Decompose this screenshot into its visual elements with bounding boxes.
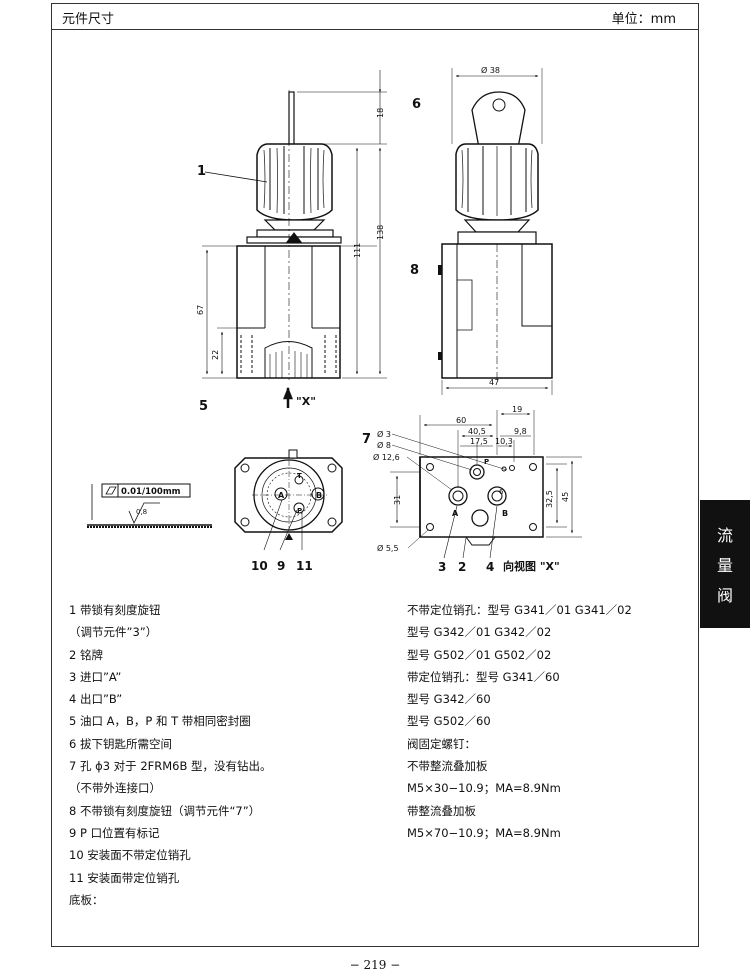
svg-text:0.01/100mm: 0.01/100mm bbox=[121, 487, 181, 497]
svg-text:9,8: 9,8 bbox=[514, 427, 527, 436]
note-line: 10 安装面不带定位销孔 bbox=[69, 848, 191, 863]
svg-text:B: B bbox=[316, 491, 322, 500]
svg-text:Ø 12,6: Ø 12,6 bbox=[373, 452, 400, 462]
note-line: 4 出口”B” bbox=[69, 692, 123, 707]
svg-text:P: P bbox=[484, 458, 489, 466]
svg-text:向视图 "X": 向视图 "X" bbox=[503, 559, 560, 573]
technical-drawing: "X" 1 5 18 138 111 67 22 bbox=[87, 65, 582, 574]
svg-text:60: 60 bbox=[456, 416, 466, 425]
svg-text:138: 138 bbox=[376, 225, 385, 240]
svg-text:6: 6 bbox=[499, 488, 504, 496]
svg-text:8: 8 bbox=[410, 263, 419, 278]
svg-text:6: 6 bbox=[412, 97, 421, 112]
note-line: 型号 G502／60 bbox=[407, 714, 491, 729]
svg-text:Ø 3: Ø 3 bbox=[377, 429, 391, 439]
svg-text:4: 4 bbox=[486, 560, 494, 574]
notes-right: 不带定位销孔：型号 G341／01 G341／02 型号 G342／01 G34… bbox=[407, 599, 632, 844]
note-line: 3 进口”A” bbox=[69, 669, 122, 684]
note-line: 9 P 口位置有标记 bbox=[69, 825, 160, 840]
note-line: （不带外连接口） bbox=[69, 781, 161, 796]
note-line: 带整流叠加板 bbox=[407, 803, 476, 818]
note-line: 7 孔 ϕ3 对于 2FRM6B 型，没有钻出。 bbox=[69, 759, 272, 774]
front-view: "X" 1 5 18 138 111 67 22 bbox=[196, 70, 387, 414]
note-line: 6 拔下钥匙所需空间 bbox=[69, 736, 172, 751]
page-header: 元件尺寸 单位：mm bbox=[52, 4, 698, 30]
svg-text:32,5: 32,5 bbox=[545, 490, 554, 508]
note-line: 1 带锁有刻度旋钮 bbox=[69, 603, 161, 617]
note-line: 8 不带锁有刻度旋钮（调节元件“7”） bbox=[69, 803, 261, 818]
svg-text:17,5: 17,5 bbox=[470, 437, 488, 446]
note-line: 5 油口 A，B，P 和 T 带相同密封圈 bbox=[69, 714, 251, 729]
page-number: − 219 − bbox=[349, 958, 401, 972]
svg-text:P: P bbox=[297, 507, 302, 515]
side-tab-char: 量 bbox=[716, 556, 733, 575]
note-line: 型号 G342／01 G342／02 bbox=[407, 625, 552, 640]
svg-text:Ø 5,5: Ø 5,5 bbox=[377, 543, 399, 553]
section-side-tab: 流 量 阀 bbox=[700, 500, 750, 628]
svg-text:40,5: 40,5 bbox=[468, 427, 486, 436]
svg-text:111: 111 bbox=[353, 243, 362, 258]
page-frame: 元件尺寸 单位：mm bbox=[51, 3, 699, 947]
svg-text:Ø 38: Ø 38 bbox=[481, 65, 500, 75]
svg-text:B: B bbox=[502, 509, 508, 518]
note-line: 不带定位销孔：型号 G341／01 G341／02 bbox=[407, 603, 632, 617]
svg-text:7: 7 bbox=[362, 432, 371, 447]
unit-label: 单位：mm bbox=[611, 12, 676, 27]
flatness-symbol: 0.01/100mm 0,8 bbox=[87, 483, 212, 528]
svg-text:9: 9 bbox=[277, 559, 285, 573]
svg-text:A: A bbox=[452, 509, 459, 518]
note-line: 阀固定螺钉： bbox=[407, 736, 476, 751]
svg-text:10: 10 bbox=[251, 559, 268, 573]
svg-text:31: 31 bbox=[393, 495, 402, 505]
side-view: Ø 38 47 6 8 bbox=[410, 65, 553, 395]
note-line: M5×30−10.9；MA=8.9Nm bbox=[407, 781, 561, 796]
svg-text:18: 18 bbox=[376, 108, 385, 118]
note-line: 型号 G502／01 G502／02 bbox=[407, 647, 552, 662]
bottom-view: A B P T 10 9 11 bbox=[234, 449, 343, 573]
svg-text:47: 47 bbox=[489, 378, 499, 387]
side-tab-char: 阀 bbox=[716, 586, 733, 605]
svg-text:2: 2 bbox=[458, 560, 466, 574]
svg-text:T: T bbox=[297, 472, 302, 480]
svg-text:11: 11 bbox=[296, 559, 313, 573]
svg-text:1: 1 bbox=[197, 164, 206, 179]
notes-left: 1 带锁有刻度旋钮 （调节元件”3”） 2 铭牌 3 进口”A” 4 出口”B”… bbox=[69, 599, 272, 911]
note-line: 带定位销孔：型号 G341／60 bbox=[407, 669, 560, 684]
svg-text:A: A bbox=[278, 491, 285, 500]
svg-text:5: 5 bbox=[199, 399, 208, 414]
note-line: 不带整流叠加板 bbox=[407, 759, 488, 774]
view-x: A B P 6 60 19 40,5 9,8 17,5 10,3 31 32,5… bbox=[362, 405, 582, 574]
note-line: 2 铭牌 bbox=[69, 647, 103, 662]
note-line: 型号 G342／60 bbox=[407, 692, 491, 707]
note-line: 底板： bbox=[69, 892, 104, 907]
svg-text:3: 3 bbox=[438, 560, 446, 574]
svg-text:67: 67 bbox=[196, 305, 205, 315]
svg-text:45: 45 bbox=[561, 492, 570, 502]
svg-text:"X": "X" bbox=[296, 395, 316, 408]
svg-text:19: 19 bbox=[512, 405, 522, 414]
svg-text:10,3: 10,3 bbox=[495, 437, 513, 446]
svg-text:22: 22 bbox=[211, 350, 220, 360]
note-line: M5×70−10.9；MA=8.9Nm bbox=[407, 825, 561, 840]
svg-text:0,8: 0,8 bbox=[136, 508, 147, 516]
note-line: （调节元件”3”） bbox=[69, 625, 158, 640]
svg-text:Ø 8: Ø 8 bbox=[377, 440, 391, 450]
note-line: 11 安装面带定位销孔 bbox=[69, 870, 180, 885]
side-tab-char: 流 bbox=[716, 526, 733, 545]
section-title: 元件尺寸 bbox=[62, 12, 115, 27]
